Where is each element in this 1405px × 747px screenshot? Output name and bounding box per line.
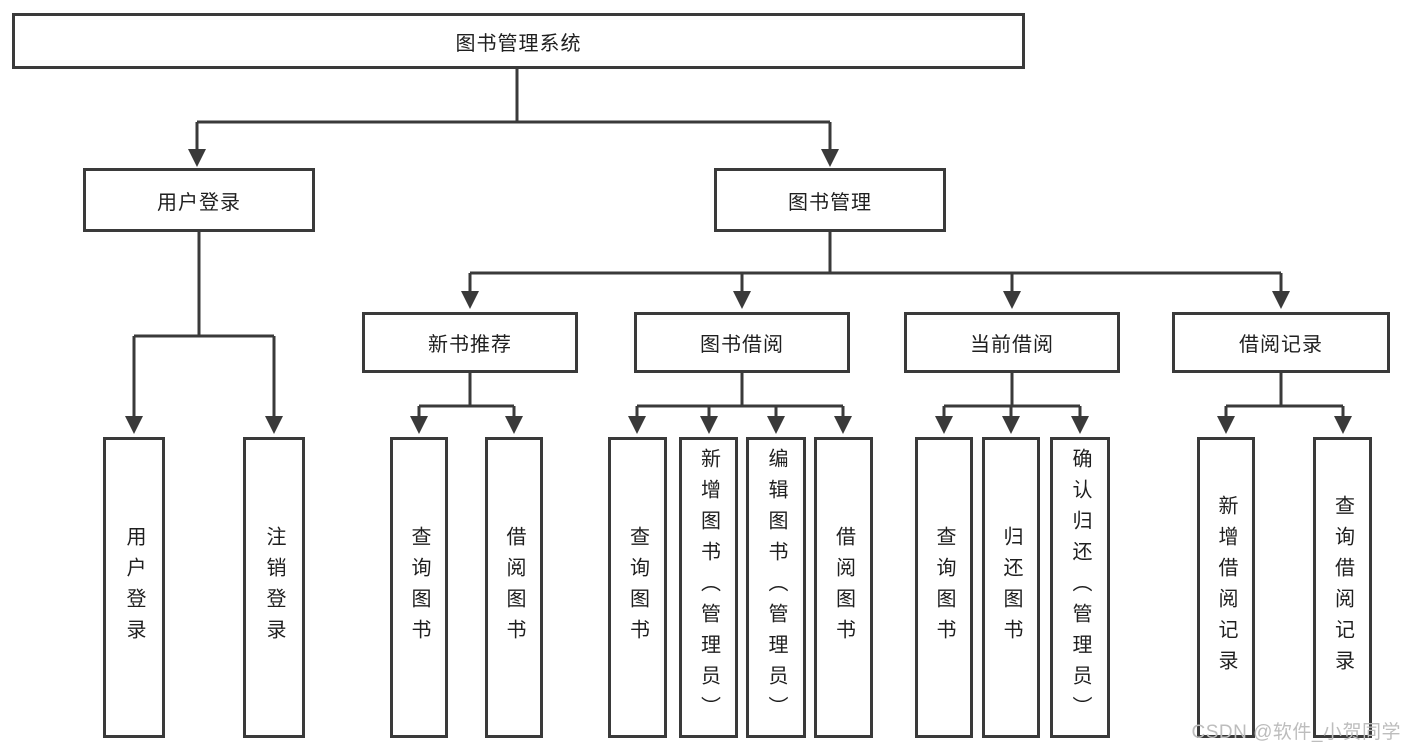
node-label: 新增借阅记录 [1215, 494, 1237, 681]
node-borrowing-records: 借阅记录 [1172, 312, 1390, 373]
leaf-query-books-borrowing: 查询图书 [608, 437, 667, 738]
node-label: 新书推荐 [428, 334, 512, 356]
node-label: 归还图书 [1000, 525, 1022, 650]
node-label: 借阅记录 [1239, 334, 1323, 356]
arrowheads [125, 149, 1352, 434]
node-label: 查询借阅记录 [1331, 494, 1354, 681]
node-label: 查询图书 [933, 525, 955, 650]
leaf-user-login: 用户登录 [103, 437, 165, 738]
node-book-borrowing: 图书借阅 [634, 312, 850, 373]
node-user-login: 用户登录 [83, 168, 315, 232]
node-label: 图书借阅 [700, 334, 784, 356]
leaf-confirm-return-admin: 确认归还（管理员） [1050, 437, 1110, 738]
leaf-return-book: 归还图书 [982, 437, 1040, 738]
leaf-query-books-current: 查询图书 [915, 437, 973, 738]
node-label: 借阅图书 [832, 525, 855, 650]
node-label: 新增图书（管理员） [697, 448, 720, 727]
node-label: 借阅图书 [503, 525, 525, 650]
node-label: 用户登录 [157, 191, 241, 214]
node-label: 注销登录 [263, 525, 285, 650]
node-label: 确认归还（管理员） [1069, 448, 1091, 727]
leaf-borrow-books-borrowing: 借阅图书 [814, 437, 873, 738]
node-book-management: 图书管理 [714, 168, 946, 232]
leaf-add-borrow-record: 新增借阅记录 [1197, 437, 1255, 738]
node-label: 图书管理 [788, 191, 872, 214]
node-library-management-system: 图书管理系统 [12, 13, 1025, 69]
node-label: 图书管理系统 [455, 32, 582, 55]
leaf-query-books-recommend: 查询图书 [390, 437, 448, 738]
node-new-book-recommend: 新书推荐 [362, 312, 578, 373]
node-label: 编辑图书（管理员） [765, 448, 787, 727]
leaf-logout: 注销登录 [243, 437, 305, 738]
node-current-borrowing: 当前借阅 [904, 312, 1120, 373]
node-label: 查询图书 [408, 525, 430, 650]
node-label: 用户登录 [123, 525, 145, 650]
leaf-add-book-admin: 新增图书（管理员） [679, 437, 738, 738]
node-label: 当前借阅 [970, 334, 1054, 356]
leaf-query-borrow-record: 查询借阅记录 [1313, 437, 1372, 738]
leaf-borrow-books-recommend: 借阅图书 [485, 437, 543, 738]
node-label: 查询图书 [626, 525, 649, 650]
csdn-watermark: CSDN @软件_小贺同学 [1191, 722, 1401, 743]
leaf-edit-book-admin: 编辑图书（管理员） [746, 437, 806, 738]
